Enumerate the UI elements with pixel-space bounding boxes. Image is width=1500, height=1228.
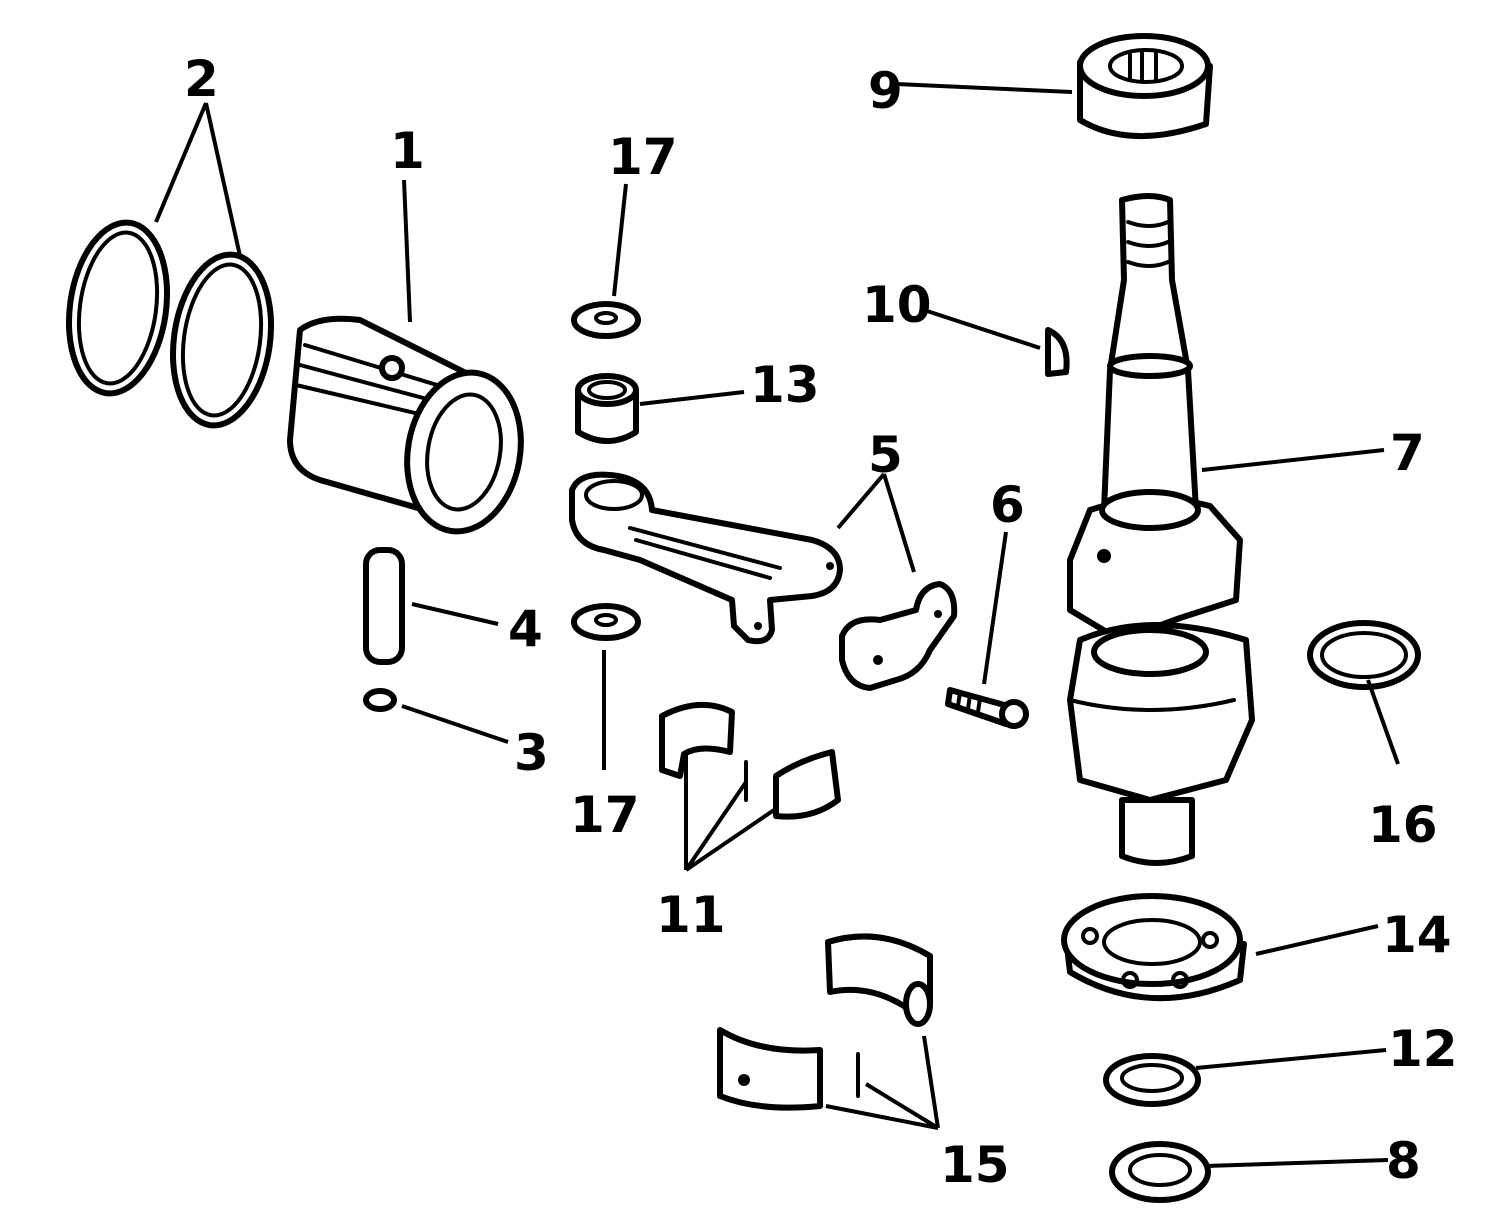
callout-8: 8 (1386, 1132, 1421, 1190)
piston (287, 315, 524, 535)
seal-ring (1307, 620, 1421, 690)
callout-13: 13 (750, 356, 820, 414)
callout-7: 7 (1390, 424, 1425, 482)
upper-bearing (1077, 33, 1213, 139)
callout-2: 2 (184, 50, 219, 108)
callout-12: 12 (1388, 1020, 1458, 1078)
callout-14: 14 (1382, 906, 1452, 964)
leader-lines (154, 82, 1400, 1168)
crankshaft (1067, 193, 1255, 866)
connecting-rod (569, 471, 843, 645)
callout-3: 3 (514, 724, 549, 782)
callout-15: 15 (940, 1136, 1010, 1194)
woodruff-key (1045, 327, 1070, 377)
rod-cap (839, 581, 958, 691)
piston-rings (65, 219, 275, 429)
callout-6: 6 (990, 476, 1025, 534)
callout-10: 10 (862, 276, 932, 334)
thrust-washer-upper (571, 301, 641, 339)
callout-labels: 1 2 3 4 5 6 7 8 9 10 11 12 13 14 15 16 1… (184, 50, 1458, 1194)
callout-1: 1 (390, 122, 425, 180)
wrist-pin (363, 547, 405, 665)
callout-11: 11 (656, 886, 726, 944)
main-bearing-halves (717, 933, 933, 1111)
ball-bearing (1061, 893, 1247, 1002)
callout-17-lower: 17 (570, 786, 640, 844)
callout-9: 9 (868, 62, 903, 120)
retaining-ring-upper (1103, 1053, 1201, 1107)
needle-bearing (575, 373, 639, 444)
cap-screw (945, 687, 1029, 729)
callout-17-upper: 17 (608, 128, 678, 186)
callout-5: 5 (868, 426, 903, 484)
pin-retainer-clip (363, 688, 397, 712)
rod-bearing-halves (659, 701, 841, 820)
retaining-ring-lower (1109, 1141, 1211, 1203)
thrust-washer-lower (571, 603, 641, 641)
callout-4: 4 (508, 600, 543, 658)
callout-16: 16 (1368, 796, 1438, 854)
